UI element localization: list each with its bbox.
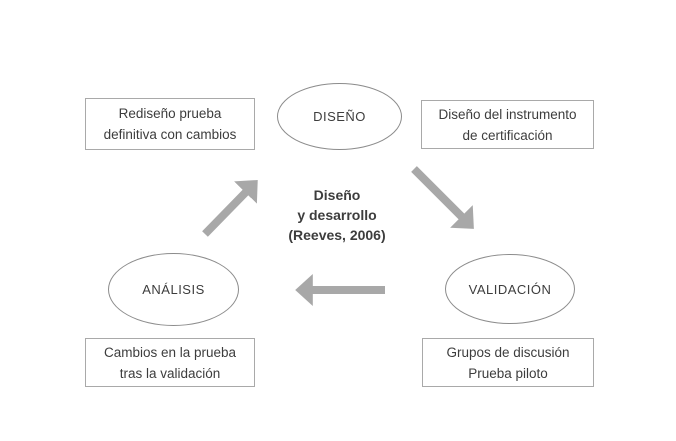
note-line: Rediseño prueba (118, 106, 222, 121)
note-box-diseno-instrumento: Diseño del instrumento de certificación (421, 100, 594, 149)
diagram-title-line: (Reeves, 2006) (288, 227, 386, 243)
note-line: Prueba piloto (468, 365, 548, 381)
note-box-rediseno-prueba: Rediseño prueba definitiva con cambios (85, 98, 255, 150)
node-analisis: ANÁLISIS (108, 253, 239, 326)
diagram-title: Diseño y desarrollo (Reeves, 2006) (262, 185, 412, 245)
node-label: VALIDACIÓN (468, 281, 552, 297)
note-box-cambios-prueba: Cambios en la prueba tras la validación (85, 338, 255, 387)
note-box-grupos-discusion: Grupos de discusión Prueba piloto (422, 338, 594, 387)
note-line: de certificación (462, 127, 553, 143)
arrow-analisis-to-diseno-icon (202, 179, 258, 237)
node-diseno: DISEÑO (277, 83, 402, 150)
node-label: ANÁLISIS (142, 282, 205, 297)
note-line: definitiva con cambios (103, 127, 237, 142)
node-validacion: VALIDACIÓN (445, 254, 575, 324)
diagram-title-line: y desarrollo (297, 207, 377, 223)
note-line: Diseño del instrumento (438, 106, 577, 122)
note-line: Grupos de discusión (446, 344, 570, 360)
note-line: tras la validación (119, 365, 221, 381)
node-label: DISEÑO (313, 109, 366, 124)
note-line: Cambios en la prueba (103, 344, 237, 360)
arrow-diseno-to-validacion-icon (411, 166, 474, 229)
diagram-title-line: Diseño (313, 187, 361, 203)
